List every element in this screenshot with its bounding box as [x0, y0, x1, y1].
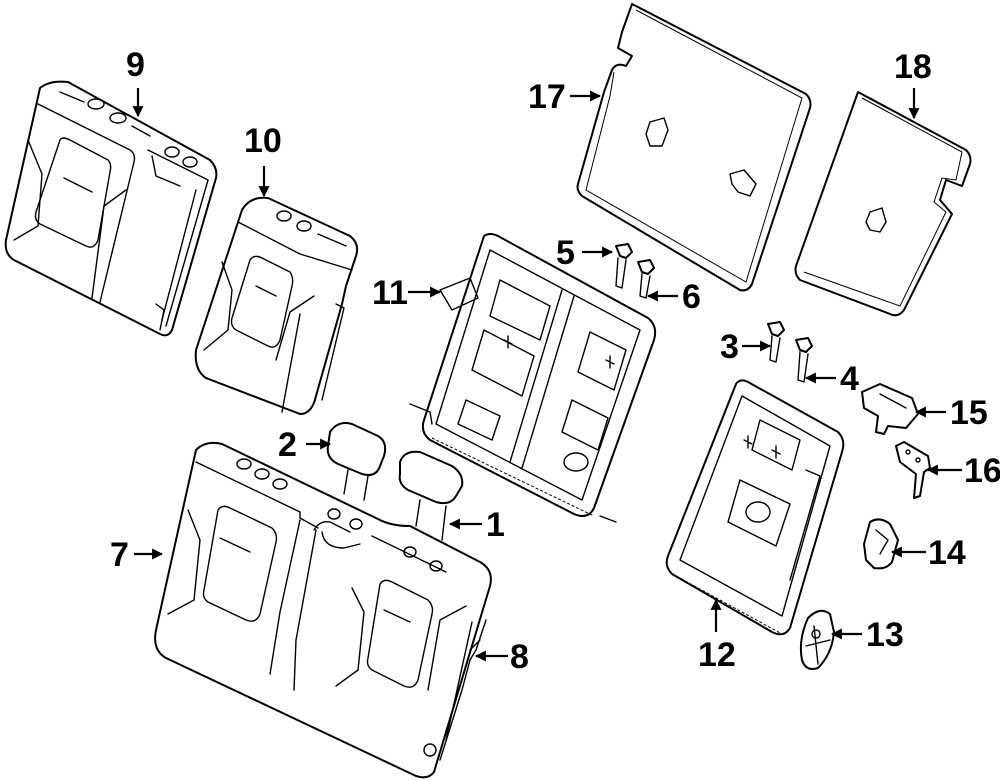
part-3-headrest-guide[interactable]: [767, 321, 785, 363]
part-16-striker-bracket[interactable]: [895, 441, 931, 499]
part-8-seat-back-side-trim[interactable]: [423, 619, 487, 761]
callout-10[interactable]: 10: [244, 122, 282, 160]
callout-7[interactable]: 7: [110, 536, 129, 574]
callout-4[interactable]: 4: [840, 360, 859, 398]
callout-leaders: [132, 88, 962, 662]
part-17-back-panel-large[interactable]: [576, 3, 812, 292]
part-1-headrest-right[interactable]: [398, 450, 464, 541]
callout-9[interactable]: 9: [126, 46, 145, 84]
part-18-back-panel-small[interactable]: [794, 91, 972, 317]
part-9-seat-back-cover-left[interactable]: [4, 80, 218, 337]
part-15-latch-bracket[interactable]: [861, 383, 919, 435]
callout-15[interactable]: 15: [950, 394, 988, 432]
part-4-headrest-guide[interactable]: [795, 337, 813, 383]
callout-12[interactable]: 12: [698, 636, 736, 674]
part-13-pivot-cover[interactable]: [799, 609, 835, 670]
part-14-latch-cover[interactable]: [863, 518, 899, 570]
part-7-seat-back-cover-assembly[interactable]: [154, 441, 492, 779]
callout-13[interactable]: 13: [866, 616, 904, 654]
callout-11[interactable]: 11: [372, 274, 408, 312]
part-6-headrest-guide[interactable]: [637, 259, 655, 299]
callout-labels: 9 10 17 18 5 6 11 3 4 15 16 14 13 12 2 1…: [110, 46, 1000, 676]
callout-6[interactable]: 6: [682, 278, 701, 316]
callout-14[interactable]: 14: [928, 534, 966, 572]
callout-3[interactable]: 3: [720, 328, 739, 366]
callout-18[interactable]: 18: [894, 48, 932, 86]
callout-17[interactable]: 17: [528, 78, 566, 116]
part-10-seat-back-cover-right[interactable]: [194, 196, 359, 415]
callout-5[interactable]: 5: [556, 234, 575, 272]
part-12-seat-back-frame-small[interactable]: [665, 379, 845, 636]
callout-16[interactable]: 16: [964, 452, 1000, 490]
part-11-seat-back-frame-large[interactable]: [409, 233, 657, 523]
callout-1[interactable]: 1: [486, 506, 505, 544]
callout-8[interactable]: 8: [510, 638, 529, 676]
part-2-headrest-left[interactable]: [326, 422, 387, 501]
part-5-headrest-guide[interactable]: [615, 243, 633, 289]
callout-2[interactable]: 2: [278, 426, 297, 464]
